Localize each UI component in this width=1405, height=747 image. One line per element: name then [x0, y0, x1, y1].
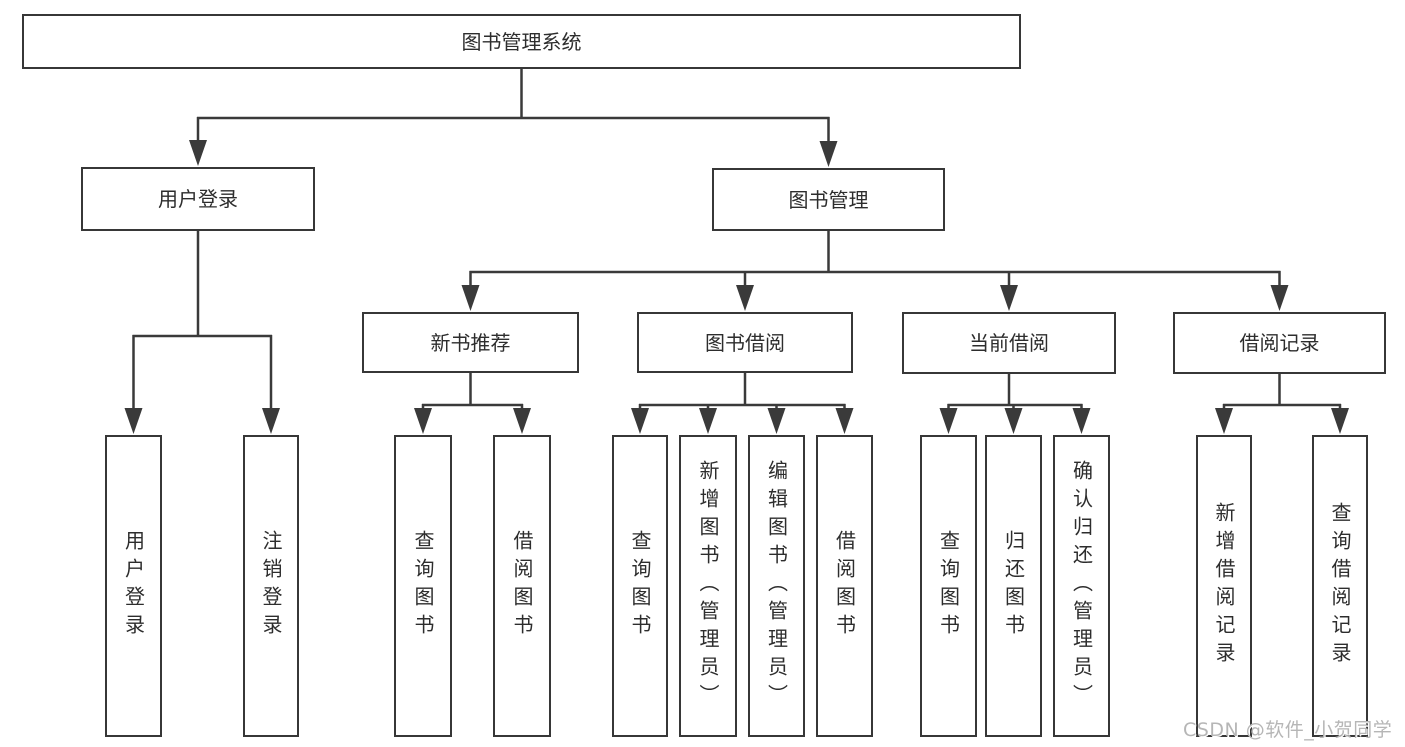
- leaf-logout: 注销登录: [243, 435, 299, 737]
- node-current-borrow: 当前借阅: [902, 312, 1116, 374]
- node-borrow-records: 借阅记录: [1173, 312, 1386, 374]
- watermark-text: CSDN @软件_小贺同学: [1183, 719, 1393, 741]
- leaf-bb-add-book: 新增图书（管理员）: [679, 435, 737, 737]
- node-new-book-recommend: 新书推荐: [362, 312, 579, 373]
- leaf-cb-return-book: 归还图书: [985, 435, 1042, 737]
- leaf-cb-confirm-return: 确认归还（管理员）: [1053, 435, 1110, 737]
- leaf-user-login: 用户登录: [105, 435, 162, 737]
- leaf-br-query-record: 查询借阅记录: [1312, 435, 1368, 737]
- arrowheads: [124, 140, 1349, 434]
- leaf-bb-borrow-book: 借阅图书: [816, 435, 873, 737]
- leaf-bb-edit-book: 编辑图书（管理员）: [748, 435, 805, 737]
- node-book-borrow: 图书借阅: [637, 312, 853, 373]
- leaf-br-add-record: 新增借阅记录: [1196, 435, 1252, 737]
- node-user-login: 用户登录: [81, 167, 315, 231]
- leaf-cb-query-book: 查询图书: [920, 435, 977, 737]
- leaf-nb-borrow-book: 借阅图书: [493, 435, 551, 737]
- leaf-nb-query-book: 查询图书: [394, 435, 452, 737]
- leaf-bb-query-book: 查询图书: [612, 435, 668, 737]
- node-book-management: 图书管理: [712, 168, 945, 231]
- node-root: 图书管理系统: [22, 14, 1021, 69]
